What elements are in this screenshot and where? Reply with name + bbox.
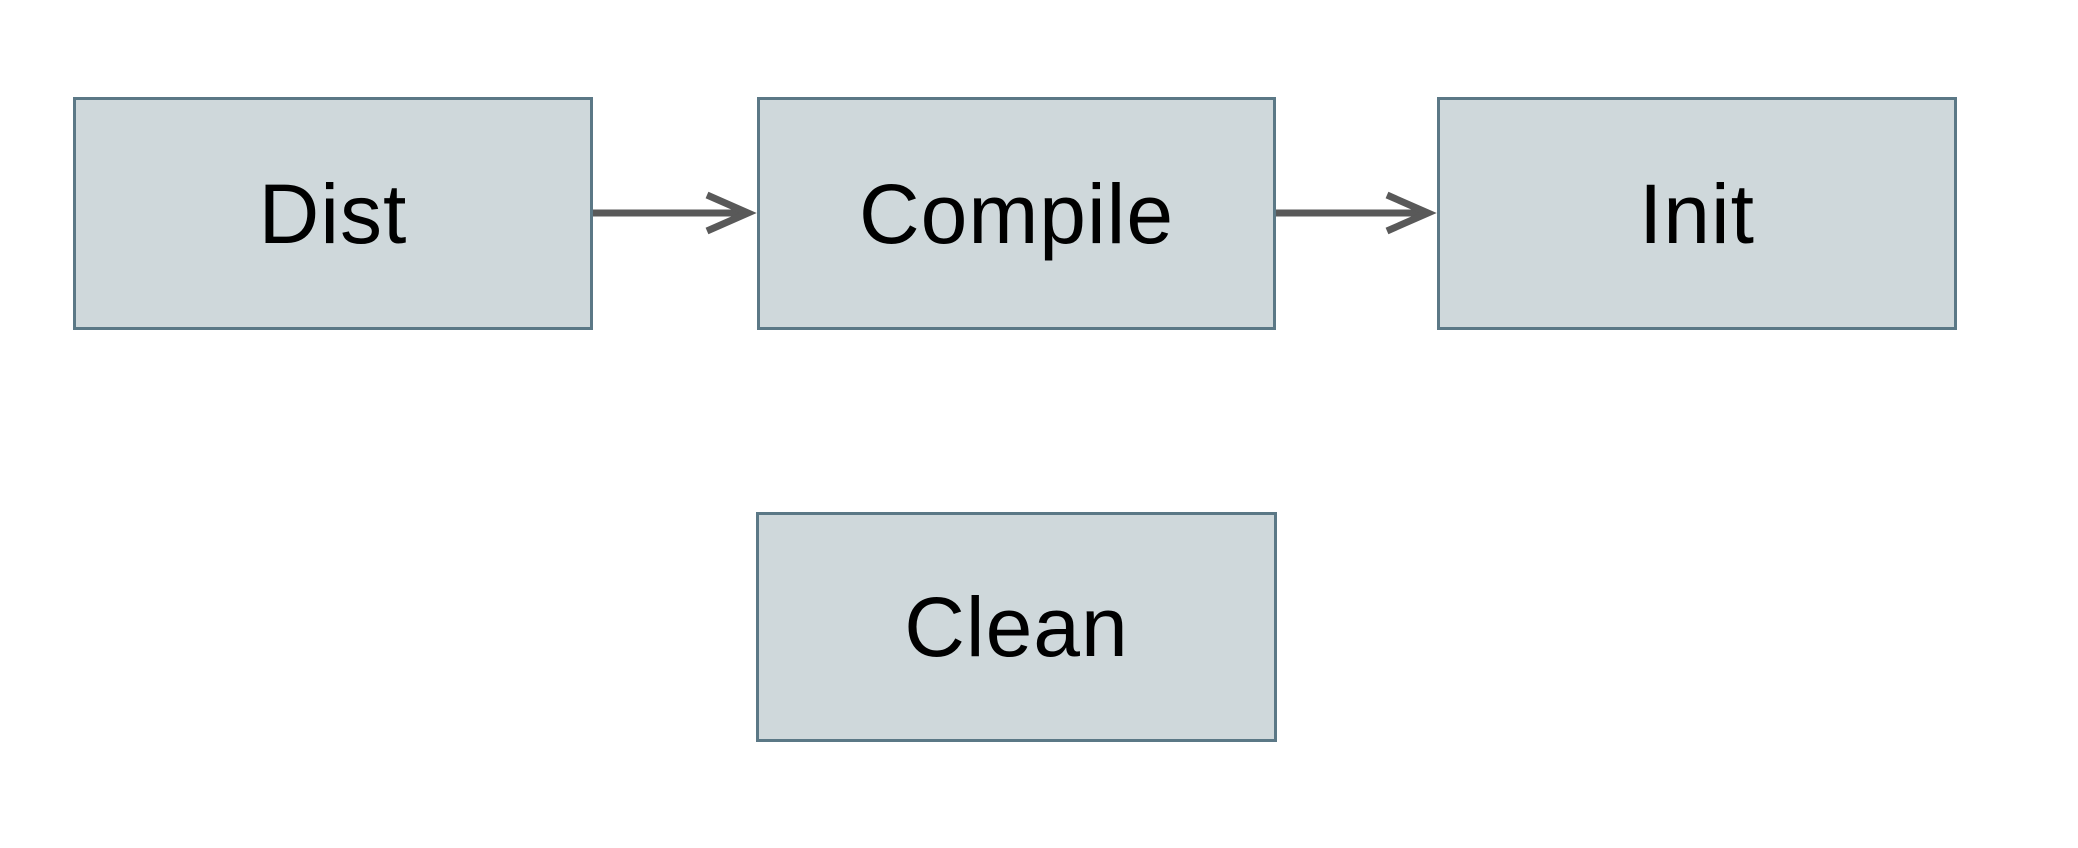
node-init-label: Init	[1638, 166, 1756, 261]
node-dist[interactable]: Dist	[73, 97, 593, 330]
node-compile-label: Compile	[858, 166, 1175, 261]
arrow-head-icon	[1385, 191, 1437, 235]
arrow-head-icon	[705, 191, 757, 235]
node-init[interactable]: Init	[1437, 97, 1957, 330]
node-compile[interactable]: Compile	[757, 97, 1276, 330]
node-dist-label: Dist	[258, 166, 408, 261]
arrow-dist-to-compile	[593, 191, 757, 235]
node-clean-label: Clean	[904, 580, 1129, 674]
node-clean[interactable]: Clean	[756, 512, 1277, 742]
arrow-compile-to-init	[1276, 191, 1437, 235]
